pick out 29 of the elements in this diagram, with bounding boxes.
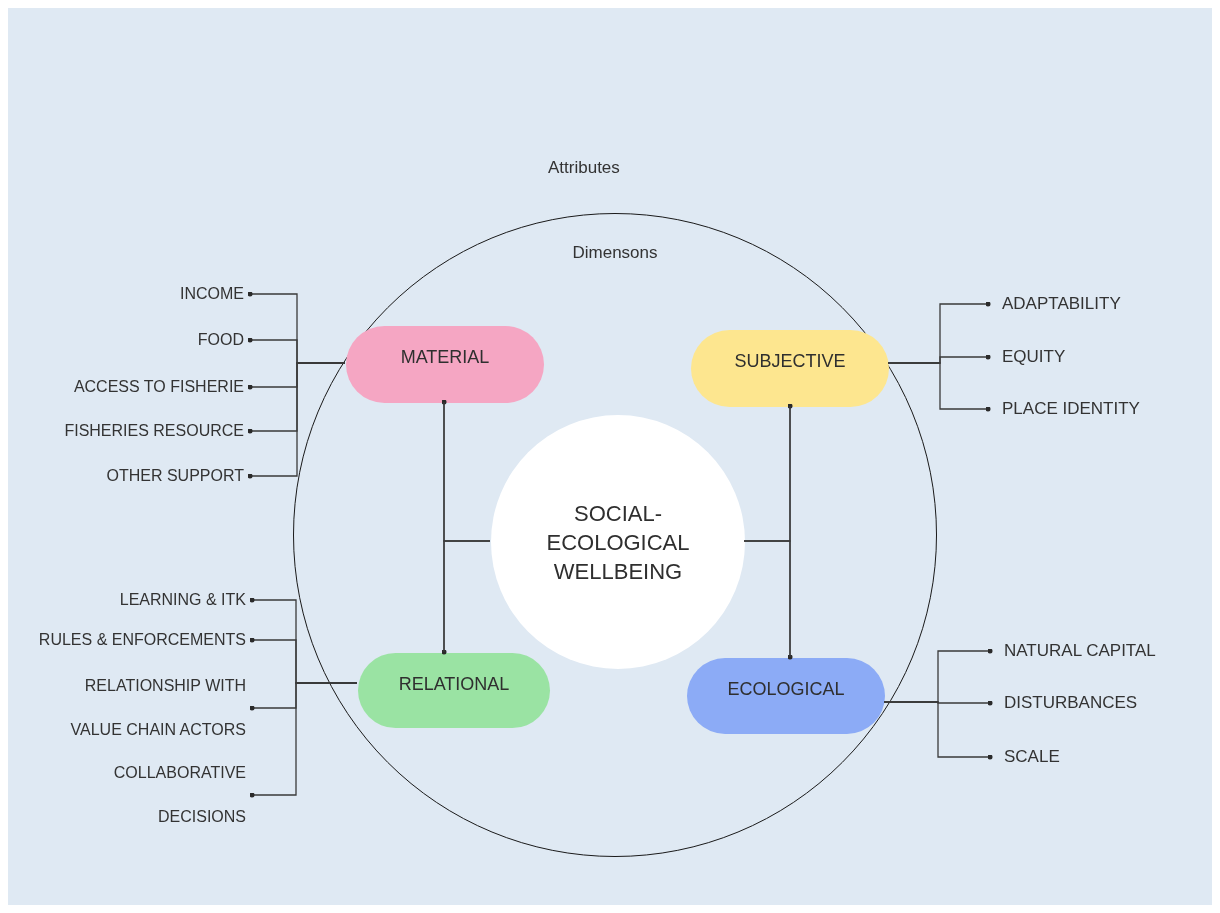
attribute-label: COLLABORATIVE DECISIONS <box>40 751 252 839</box>
dimension-pill: MATERIAL <box>346 326 544 403</box>
connector-line <box>441 399 447 655</box>
attribute-label: RULES & ENFORCEMENTS <box>4 628 252 652</box>
attribute-label: DISTURBANCES <box>990 691 1200 715</box>
ring-heading: Dimensons <box>572 242 658 264</box>
connector-line <box>443 540 491 653</box>
attribute-label: LEARNING & ITK <box>20 588 252 612</box>
attribute-label: NATURAL CAPITAL <box>990 639 1204 663</box>
dimension-pill: SUBJECTIVE <box>691 330 889 407</box>
attribute-label: EQUITY <box>988 345 1188 369</box>
attribute-label: FOOD <box>50 328 250 352</box>
attribute-label: FISHERIES RESOURCE <box>6 419 250 443</box>
attribute-label: SCALE <box>990 745 1190 769</box>
connector-line <box>247 362 346 479</box>
attribute-label: ADAPTABILITY <box>988 292 1198 316</box>
connector-line <box>249 682 358 798</box>
attributes-heading: Attributes <box>548 157 620 179</box>
dimension-pill: ECOLOGICAL <box>687 658 885 734</box>
attribute-label: RELATIONSHIP WITH VALUE CHAIN ACTORS <box>40 664 252 752</box>
connector-line <box>743 540 791 658</box>
connector-line <box>887 362 991 412</box>
connector-line <box>787 403 793 660</box>
dimension-pill: RELATIONAL <box>358 653 550 728</box>
attribute-label: PLACE IDENTITY <box>988 397 1198 421</box>
attribute-label: INCOME <box>50 282 250 306</box>
attribute-label: ACCESS TO FISHERIE <box>10 375 250 399</box>
attribute-label: OTHER SUPPORT <box>20 464 250 488</box>
connector-line <box>883 701 993 760</box>
